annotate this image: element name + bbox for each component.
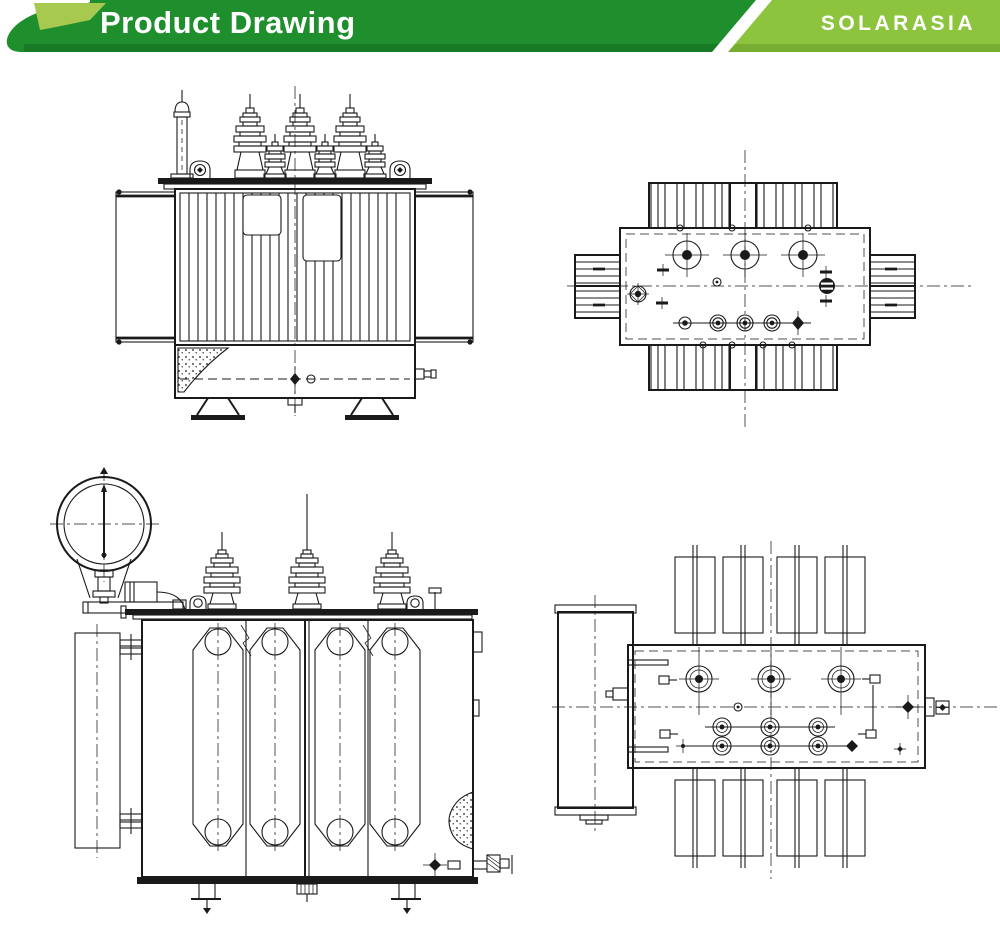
brand-logo-text: SOLARASIA: [820, 12, 976, 35]
top-fin-group: [648, 182, 838, 228]
cover-fittings: [627, 224, 835, 349]
page-title: Product Drawing: [100, 5, 356, 40]
hv-bushings: [233, 93, 367, 179]
hv-bushing-circles: [664, 232, 826, 278]
bushings: [203, 494, 411, 610]
transformer-side-view: [50, 467, 513, 915]
side-fin-wings: [115, 189, 474, 345]
right-fin-group: [869, 254, 916, 319]
left-fin-group: [574, 254, 621, 319]
conservator-cylinder: [554, 595, 637, 835]
right-side-fittings: [423, 631, 513, 877]
brand-green-band: [728, 0, 1000, 52]
hv-bushing-circles: [678, 646, 862, 716]
header-green-band: [90, 0, 756, 52]
tank-with-radiators: [141, 619, 474, 878]
dial-thermometer: [50, 467, 187, 614]
lv-bushing-circles: [673, 311, 811, 335]
base-skid: [174, 344, 437, 420]
tank-outline: [627, 644, 926, 769]
lv-bushing-circles: [676, 717, 858, 756]
bottom-fin-group: [648, 345, 838, 391]
top-radiators: [674, 544, 866, 646]
swoosh-logo-icon: [6, 0, 130, 52]
transformer-top-view: [567, 150, 973, 428]
lv-bushings: [263, 133, 387, 179]
base-and-feet: [137, 877, 478, 915]
left-radiator-panel: [74, 624, 143, 858]
transformer-plan-view: [552, 541, 998, 879]
oil-level-pipe: [170, 90, 194, 179]
transformer-front-view: [115, 86, 474, 420]
bottom-radiators: [674, 767, 866, 869]
cover-fittings: [605, 659, 950, 755]
